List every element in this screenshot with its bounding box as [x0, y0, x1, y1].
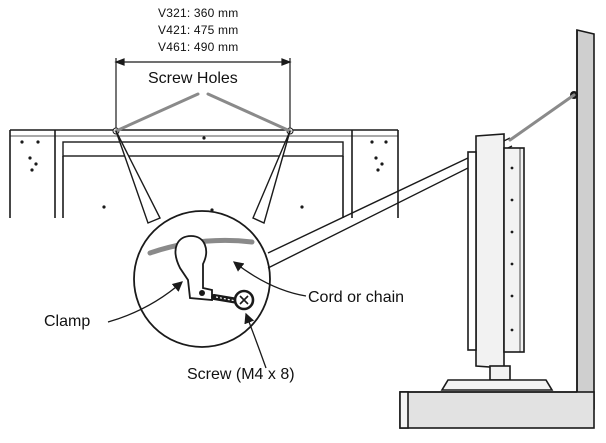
display-back-panel	[9, 129, 399, 218]
wall-and-stand-surface	[399, 28, 595, 429]
screw-holes-label: Screw Holes	[148, 70, 238, 87]
dimension-line	[114, 58, 292, 128]
cord-or-chain-label: Cord or chain	[308, 289, 405, 306]
screw-label: Screw (M4 x 8)	[187, 366, 295, 383]
clamp-label: Clamp	[44, 313, 91, 330]
dimension-v421: V421: 475 mm	[158, 23, 239, 37]
dimension-v321: V321: 360 mm	[158, 6, 239, 20]
leader-lines	[107, 261, 307, 369]
display-side-details	[510, 166, 514, 332]
clamp	[174, 235, 213, 301]
display-side-view	[440, 133, 554, 391]
screw-hole-markers	[112, 127, 294, 135]
screw-holes-pointer	[114, 92, 292, 133]
dimension-v461: V461: 490 mm	[158, 40, 239, 54]
screw	[211, 289, 255, 311]
cord-to-wall	[508, 93, 576, 142]
panel-dots	[20, 136, 388, 212]
